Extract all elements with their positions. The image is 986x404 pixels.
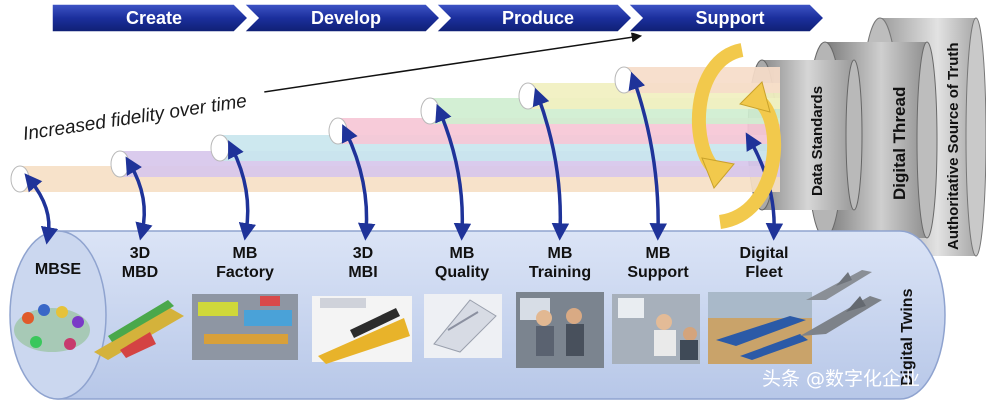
link-arrow <box>125 156 153 241</box>
watermark: 头条 @数字化企业 <box>762 368 920 390</box>
training-image <box>516 292 604 368</box>
phase-label: Produce <box>502 8 574 28</box>
phase-support: Support <box>626 3 826 33</box>
twin-label: 3D MBD <box>122 245 158 281</box>
twin-label: MB Support <box>627 245 689 281</box>
phase-label: Develop <box>311 8 381 28</box>
phase-bar: Create Develop Produce Support <box>51 3 826 33</box>
twin-label-line: Quality <box>435 264 489 281</box>
twin-label-line: MB <box>450 245 475 262</box>
phase-chevron <box>434 3 634 33</box>
twin-label-line: 3D <box>130 245 150 262</box>
mbi-image <box>312 296 412 364</box>
mbse-image <box>14 304 90 352</box>
link-arrow <box>532 87 570 241</box>
link-arrows <box>24 71 784 245</box>
twin-images <box>14 270 882 368</box>
twin-labels: MBSE 3D MBD MB Factory 3D MBI MB Quality MB Traini… <box>35 245 789 281</box>
phase-chevron <box>626 3 826 33</box>
support-image <box>612 294 700 364</box>
twin-label-line: Factory <box>216 264 274 281</box>
fleet-image <box>708 292 812 364</box>
twin-label-line: 3D <box>353 245 373 262</box>
cycle-arrows <box>691 43 782 229</box>
digital-twins-label: Digital Twins <box>899 288 916 386</box>
twin-label-line: MB <box>646 245 671 262</box>
link-arrow <box>341 124 376 241</box>
twin-label-line: Fleet <box>745 264 783 281</box>
twin-label-line: MBSE <box>35 261 82 278</box>
twin-label: MBSE <box>35 261 82 278</box>
link-arrow <box>24 173 59 245</box>
link-arrow <box>228 140 257 241</box>
quality-image <box>424 294 502 358</box>
twin-label: 3D MBI <box>348 245 377 281</box>
mbd-image <box>94 300 184 360</box>
twin-label-line: MBI <box>348 264 377 281</box>
phase-label: Create <box>126 8 182 28</box>
twin-label-line: Digital <box>740 245 789 262</box>
link-arrow <box>628 71 667 241</box>
link-arrow <box>435 103 472 241</box>
twin-label-line: Training <box>529 264 591 281</box>
twin-label-line: Support <box>627 264 689 281</box>
data-standards-label: Data Standards <box>809 86 826 196</box>
phase-label: Support <box>696 8 765 28</box>
phase-produce: Produce <box>434 3 634 33</box>
twin-label-line: MBD <box>122 264 158 281</box>
phase-chevron <box>51 3 250 33</box>
twin-label-line: MB <box>233 245 258 262</box>
twin-label-line: MB <box>548 245 573 262</box>
phase-chevron <box>242 3 442 33</box>
factory-image <box>192 294 298 360</box>
twin-label: MB Training <box>529 245 591 281</box>
authoritative-source-label: Authoritative Source of Truth <box>945 42 962 250</box>
twin-label: MB Factory <box>216 245 274 281</box>
phase-create: Create <box>51 3 250 33</box>
phase-develop: Develop <box>242 3 442 33</box>
digital-thread-label: Digital Thread <box>890 87 909 200</box>
fighter-jets-image <box>800 270 882 336</box>
twin-label: MB Quality <box>435 245 489 281</box>
